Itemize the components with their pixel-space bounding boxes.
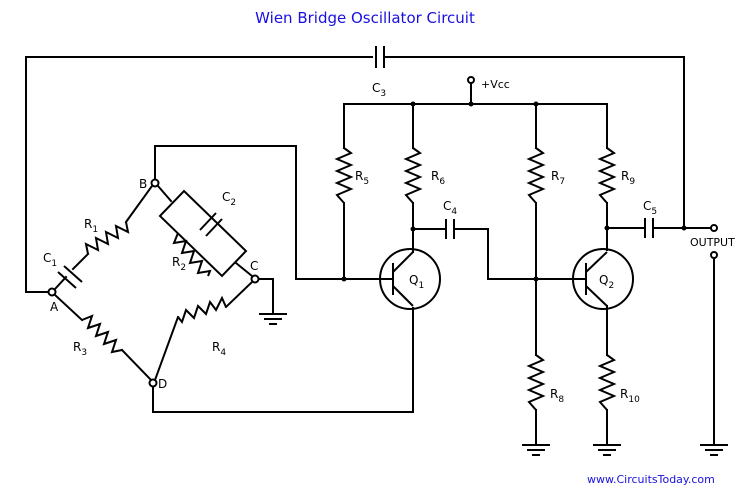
branch-b-c (156, 184, 254, 278)
label-c5: C5 (643, 199, 657, 217)
wire-c-ground (258, 278, 274, 315)
capacitor-c1 (57, 265, 83, 289)
resistor-r5 (334, 103, 354, 280)
node-d-label: D (158, 377, 167, 391)
transistor-q1 (379, 248, 441, 310)
label-r8: R8 (550, 387, 564, 405)
resistor-r2 (172, 232, 212, 277)
label-c1: C1 (43, 251, 57, 269)
resistor-r3 (81, 314, 123, 354)
junction (681, 225, 687, 231)
label-r10: R10 (620, 387, 640, 405)
wire-b-q1-base (154, 145, 381, 280)
diagram-title: Wien Bridge Oscillator Circuit (255, 9, 475, 27)
ground-icon (699, 444, 729, 456)
node-d-terminal (148, 378, 158, 388)
capacitor-c5 (606, 218, 712, 238)
label-r6: R6 (431, 169, 445, 187)
label-r9: R9 (621, 169, 635, 187)
node-a-terminal (47, 287, 57, 297)
label-q1: Q1 (409, 273, 424, 291)
junction (341, 276, 347, 282)
capacitor-c4 (412, 219, 579, 280)
resistor-r4 (177, 295, 227, 325)
label-r2: R2 (172, 255, 186, 273)
resistor-r7 (526, 103, 546, 356)
junction (533, 276, 539, 282)
vcc-terminal (467, 76, 475, 84)
node-c-terminal (250, 274, 260, 284)
transistor-q2 (572, 248, 634, 310)
label-c4: C4 (443, 199, 457, 217)
label-q2: Q2 (599, 273, 614, 291)
resistor-r10 (597, 305, 617, 446)
branch-a-d (53, 293, 153, 382)
label-r7: R7 (551, 169, 565, 187)
wire-feedback-c3 (25, 56, 685, 293)
watermark-link[interactable]: www.CircuitsToday.com (587, 473, 715, 486)
node-c-label: C (250, 259, 258, 273)
label-c3: C3 (372, 81, 386, 99)
output-terminal-top (710, 224, 718, 232)
ground-icon (258, 313, 288, 325)
label-r4: R4 (212, 340, 226, 358)
vcc-label: +Vcc (481, 78, 510, 91)
wire-d-q1-emitter (152, 307, 414, 413)
label-r1: R1 (84, 217, 98, 235)
ground-icon (592, 444, 622, 456)
node-b-label: B (139, 177, 147, 191)
node-a-label: A (50, 300, 59, 314)
resistor-r8 (526, 354, 546, 446)
label-r3: R3 (73, 340, 87, 358)
junction (468, 101, 474, 107)
label-r5: R5 (355, 169, 369, 187)
resistor-r1 (84, 221, 130, 255)
node-b-terminal (150, 178, 160, 188)
branch-a-b (53, 184, 154, 291)
ground-icon (521, 444, 551, 456)
label-c2: C2 (222, 190, 236, 208)
capacitor-c2 (199, 212, 217, 231)
branch-c-d (153, 280, 254, 382)
capacitor-c3 (375, 46, 385, 68)
output-label: OUTPUT (690, 236, 735, 249)
